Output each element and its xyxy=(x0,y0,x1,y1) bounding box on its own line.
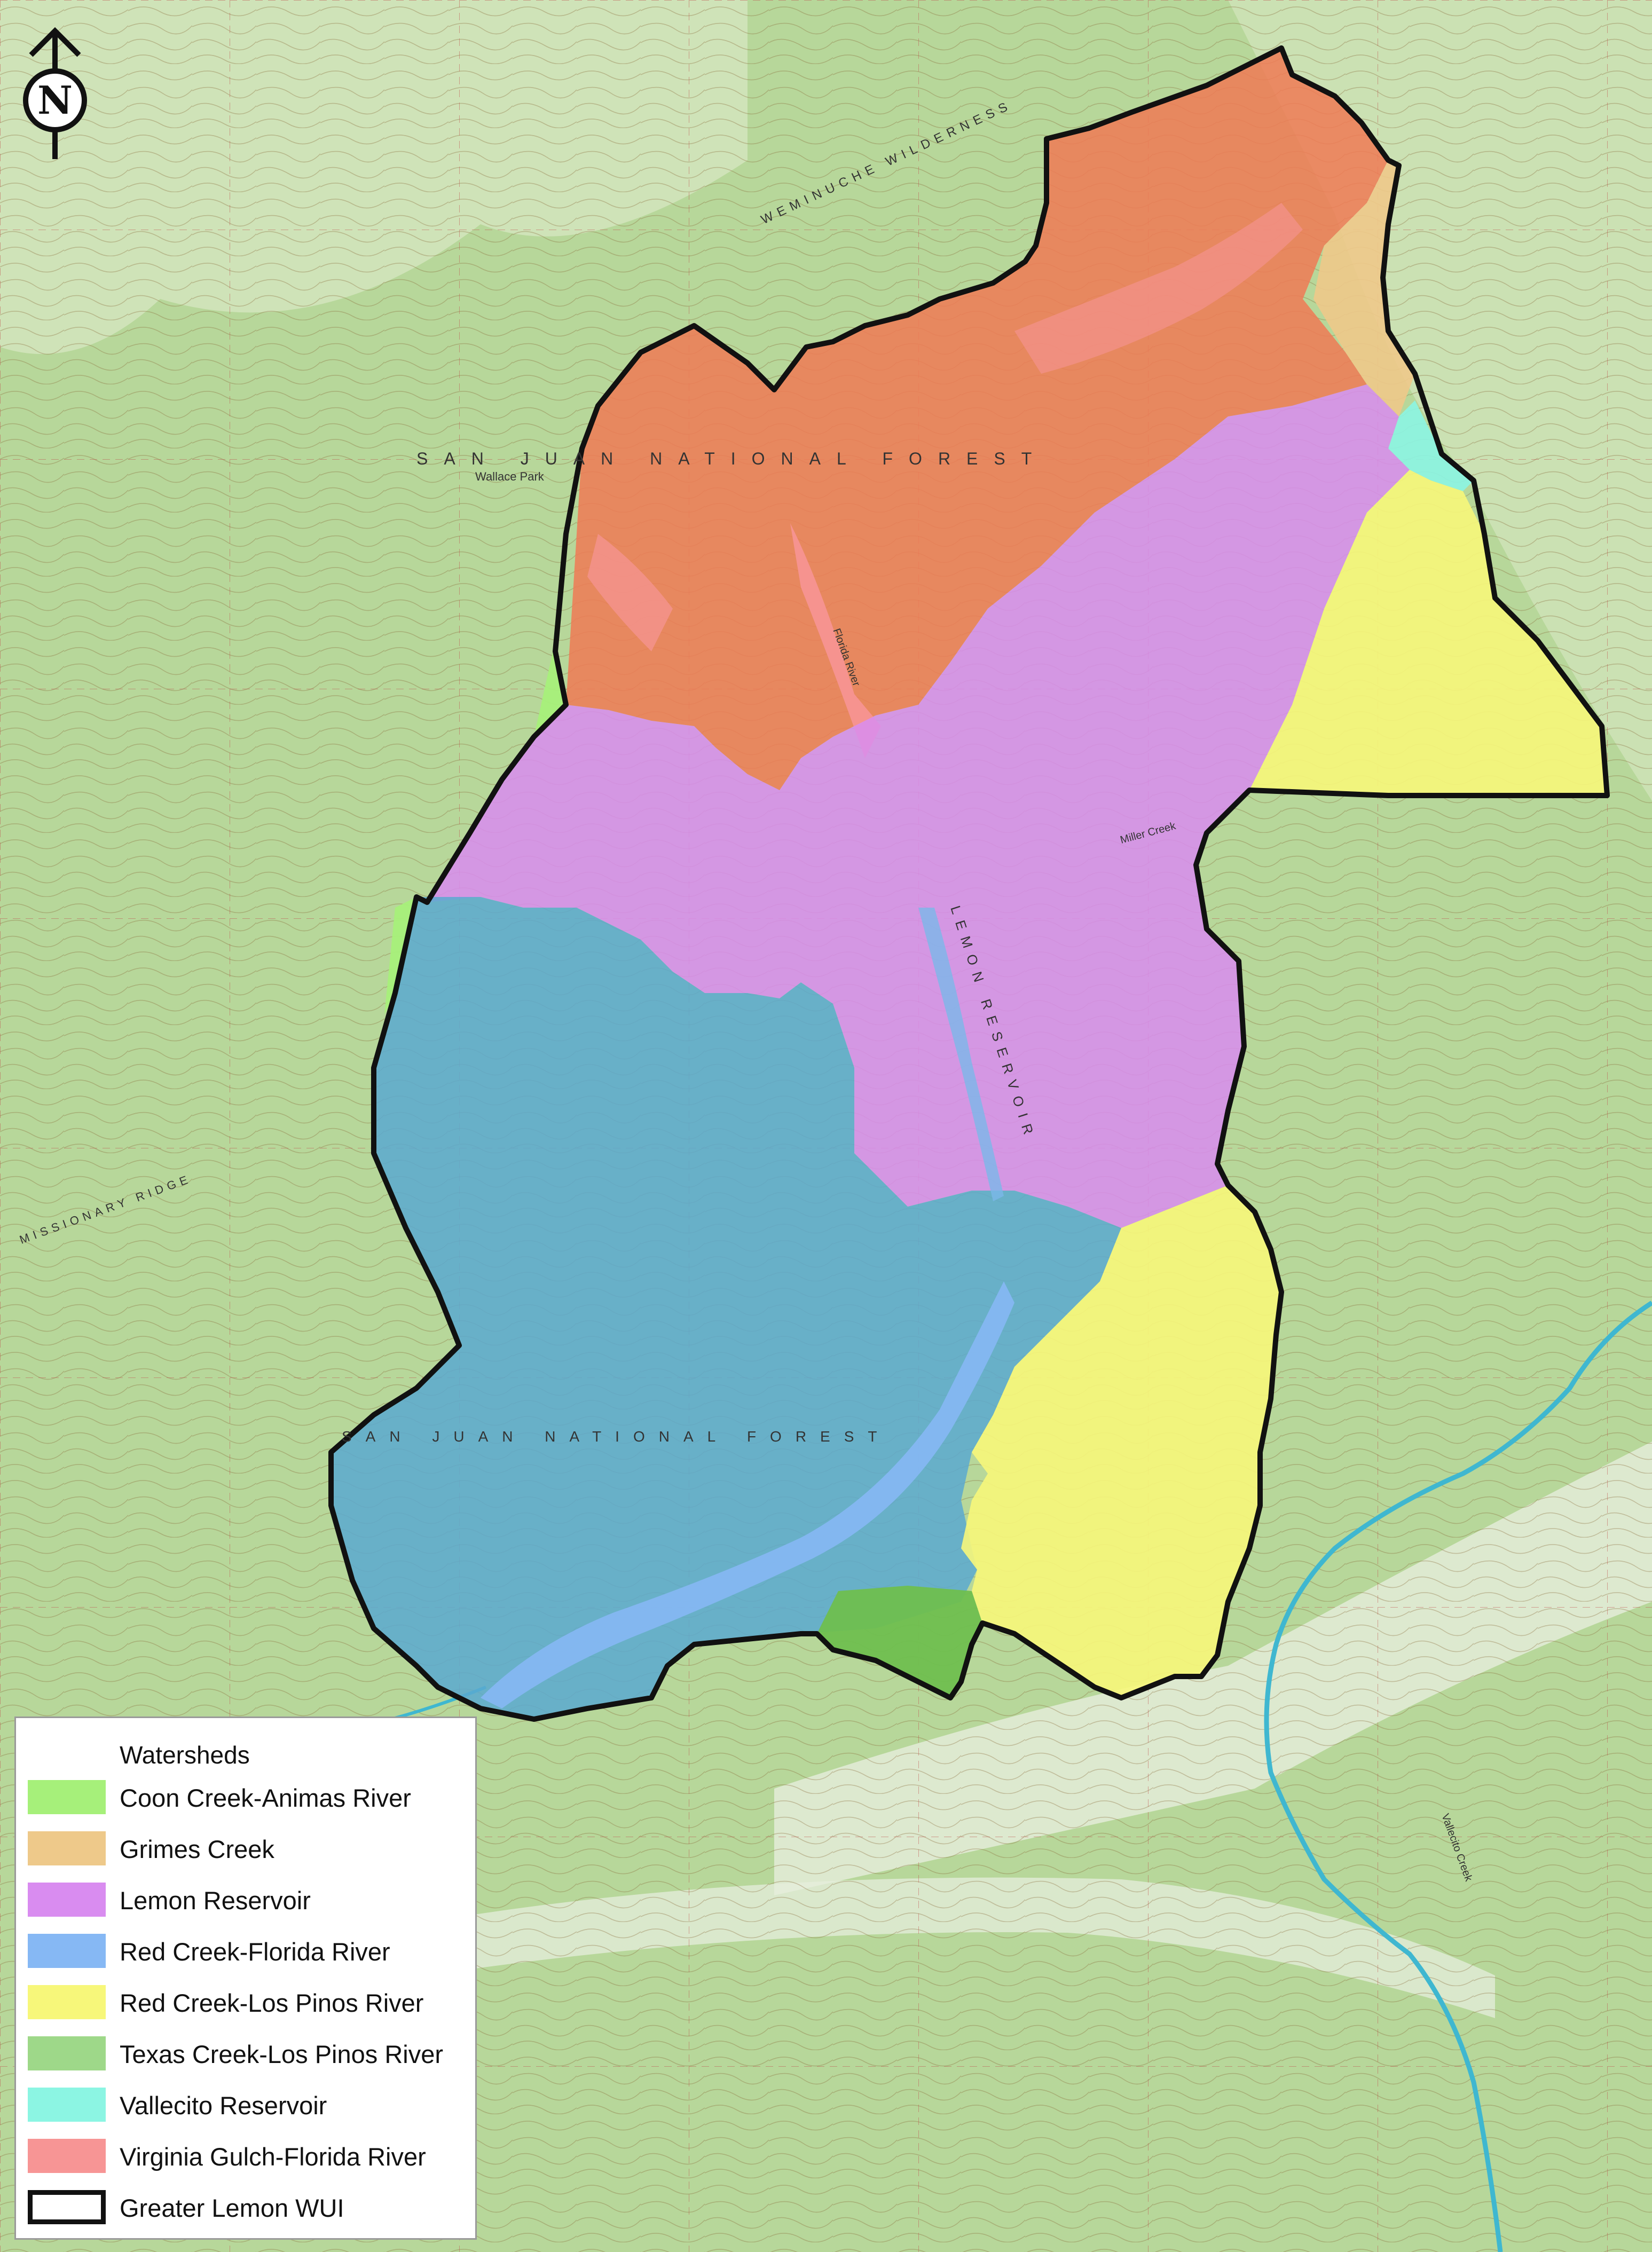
legend-label: Red Creek-Los Pinos River xyxy=(120,1989,424,2017)
legend-item: Virginia Gulch-Florida River xyxy=(28,2137,471,2177)
legend-label: Greater Lemon WUI xyxy=(120,2194,344,2222)
legend-label: Virginia Gulch-Florida River xyxy=(120,2143,426,2171)
legend-label: Grimes Creek xyxy=(120,1835,274,1863)
label-forest-north: SAN JUAN NATIONAL FOREST xyxy=(416,449,1048,468)
legend-swatch xyxy=(28,1831,106,1865)
los-pinos-river xyxy=(1264,1301,1652,2252)
legend-item: Lemon Reservoir xyxy=(28,1880,471,1920)
legend-swatch xyxy=(28,1780,106,1814)
legend-item: Greater Lemon WUI xyxy=(28,2188,471,2228)
legend-label: Lemon Reservoir xyxy=(120,1886,311,1915)
watershed-red-creek-los-pinos-south[interactable] xyxy=(961,1185,1281,1698)
legend-swatch xyxy=(28,2036,106,2070)
north-letter: N xyxy=(37,77,73,123)
legend-item: Texas Creek-Los Pinos River xyxy=(28,2034,471,2074)
legend-swatch xyxy=(28,1985,106,2019)
legend-item: Red Creek-Los Pinos River xyxy=(28,1983,471,2023)
greater-lemon-wui-boundary xyxy=(328,45,1610,1722)
legend-label: Texas Creek-Los Pinos River xyxy=(120,2040,443,2068)
label-park: Wallace Park xyxy=(475,470,545,483)
watershed-lemon-reservoir[interactable] xyxy=(427,384,1410,1228)
legend-label: Red Creek-Florida River xyxy=(120,1938,390,1966)
watershed-red-creek-los-pinos-north[interactable] xyxy=(1249,470,1607,796)
legend-swatch xyxy=(28,1934,106,1968)
legend-item: Vallecito Reservoir xyxy=(28,2085,471,2125)
watershed-texas-creek[interactable] xyxy=(817,1586,982,1698)
lemon-reservoir-water xyxy=(918,908,1004,1201)
legend-label: Coon Creek-Animas River xyxy=(120,1784,411,1812)
legend-label: Vallecito Reservoir xyxy=(120,2091,327,2120)
legend-title: Watersheds xyxy=(120,1741,250,1769)
watershed-red-creek-florida[interactable] xyxy=(331,897,1121,1719)
legend-swatch xyxy=(28,2088,106,2122)
watershed-grimes-creek[interactable] xyxy=(1313,160,1415,416)
legend-item: Coon Creek-Animas River xyxy=(28,1778,471,1818)
legend-item: Red Creek-Florida River xyxy=(28,1932,471,1972)
legend-swatch xyxy=(28,1883,106,1917)
watershed-vallecito-reservoir[interactable] xyxy=(1388,400,1474,491)
legend-swatch xyxy=(28,2190,106,2224)
watershed-virginia-gulch[interactable] xyxy=(566,48,1388,790)
north-arrow-icon: N xyxy=(15,26,95,164)
label-forest-south: SAN JUAN NATIONAL FOREST xyxy=(342,1428,891,1445)
legend-swatch xyxy=(28,2139,106,2173)
legend-item: Grimes Creek xyxy=(28,1829,471,1869)
